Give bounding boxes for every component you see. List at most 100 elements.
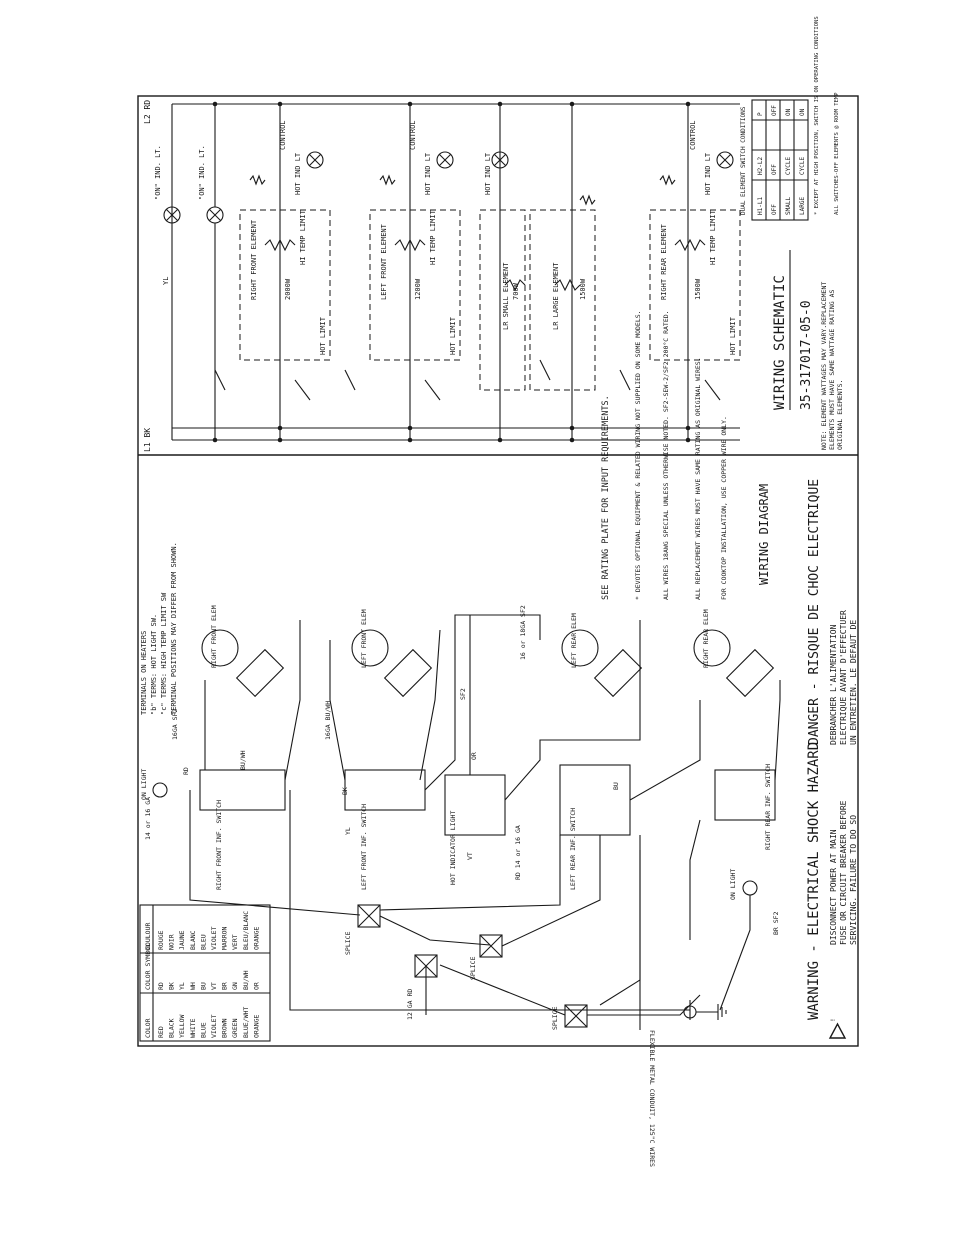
color-table-cell: BLUE [199,1022,207,1038]
element-circuit-3: LR SMALL ELEMENT 700W LR LARGE ELEMENT 1… [479,104,596,440]
wiring-schematic: L1 BK L2 RD "ON" IND. LT. "ON" IND. LT. … [143,16,844,452]
element-2-name: LEFT FRONT ELEMENT [380,223,388,300]
diagram-title: WIRING DIAGRAM [757,484,771,585]
wire-label-5: 12 GA RD [406,989,414,1020]
color-table-cell: BK [168,982,176,990]
yl-label: YL [162,277,170,285]
switch-note-2: ALL SWITCHES-OFF ELEMENTS @ ROOM TEMP [834,92,840,215]
on-light-1 [152,782,168,798]
left-rear-elem-label: LEFT REAR ELEM [570,613,578,668]
terminals-note: TERMINALS ON HEATERS "b" TERMS: HOT LIGH… [140,542,178,715]
diagram-note-1: ALL WIRES 18AWG SPECIAL UNLESS OTHERWISE… [662,310,670,600]
right-front-switch [199,769,286,811]
element-1-watts: 2000W [284,278,292,300]
color-table-header: COULOUR [144,923,152,950]
warning-exclaim: ! [830,1018,837,1022]
warning-line-2: SERVICING. FAILURE TO DO SO [849,815,858,945]
left-front-switch [344,769,426,811]
element-1-limit: HI TEMP LIMIT [299,209,307,265]
color-table-cell: BLEU [199,934,207,950]
danger-title: DANGER - RISQUE DE CHOC ELECTRIQUE [807,479,822,745]
schematic-title: WIRING SCHEMATIC [772,275,788,410]
see-rating-plate: SEE RATING PLATE FOR INPUT REQUIREMENTS. [601,395,611,600]
wire-label-1: 16GA BU/WH [324,701,332,740]
splice-label-1: SPLICE [344,931,352,955]
element-circuit-2: LEFT FRONT ELEMENT 1200W HI TEMP LIMIT H… [344,104,461,440]
element-2-hot-ind: HOT IND LT [424,152,432,195]
color-table-cell: VIOLET [210,926,218,950]
color-table-cell: GREEN [231,1018,239,1038]
color-table-cell: MARRON [221,926,229,950]
color-table-cell: BU/WH [242,970,250,990]
diagram-wires [189,614,781,1020]
element-5-hot-ind: HOT IND LT [704,152,712,195]
color-table-cell: WH [189,982,197,990]
right-rear-elem [693,629,731,667]
switch-note-1: * EXCEPT AT HIGH POSITION, SWITCH IS ON … [814,16,820,215]
left-front-elem [351,629,389,667]
on-indicator-lights: "ON" IND. LT. "ON" IND. LT. YL [154,104,224,440]
inf-switches: RIGHT FRONT INF. SWITCH LEFT FRONT INF. … [199,764,776,890]
color-table-cell: RD [157,982,165,990]
color-table-cell: NOIR [168,934,176,950]
terminals-note-3: TERMINAL POSITIONS MAY DIFFER FROM SHOWN… [170,542,178,715]
element-5-hot-limit: HOT LIMIT [729,316,737,355]
element-1-name: RIGHT FRONT ELEMENT [250,219,258,300]
dual-element-title: DUAL ELEMENT SWITCH CONDITIONS [740,106,747,215]
table-r0c3: OFF [771,105,778,116]
schematic-note-box: NOTE: ELEMENT WATTAGES MAY VARY.REPLACEM… [820,281,844,450]
color-table-header: COLOR [144,1018,152,1038]
right-rear-switch [714,769,776,821]
color-table-cell: YELLOW [178,1014,186,1038]
splice-label-2: SPLICE [469,956,477,980]
color-table-cell: JAUNE [178,930,186,950]
warning-line-0: DISCONNECT POWER AT MAIN [829,829,838,945]
color-table-cell: RED [157,1026,165,1038]
element-2-watts: 1200W [414,278,422,300]
schematic-note: NOTE: ELEMENT WATTAGES MAY VARY.REPLACEM… [820,281,844,450]
wire-label-11: VT [466,852,474,860]
wire-label-7: BR SF2 [772,911,780,935]
right-rear-switch-label: RIGHT REAR INF. SWITCH [764,764,772,850]
color-table-cell: BLEU/BLANC [242,911,250,950]
color-table-cell: ORANGE [252,1014,260,1038]
color-table-cell: WHITE [189,1018,197,1038]
wire-label-8: SF2 [459,688,467,700]
wire-label-2: BU/WH [239,750,247,770]
element-2-limit: HI TEMP LIMIT [429,209,437,265]
left-rear-switch-label: LEFT REAR INF. SWITCH [569,808,577,890]
table-r2c3: ON [799,108,806,116]
element-5-watts: 1500W [694,278,702,300]
element-circuit-5: RIGHT REAR ELEMENT 1500W HI TEMP LIMIT H… [619,104,741,440]
ground-symbol [683,1004,727,1020]
left-front-switch-label: LEFT FRONT INF. SWITCH [360,804,368,890]
l1-label: L1 BK [143,428,152,452]
color-table-cell: GN [231,982,239,990]
color-table-cell: VT [210,982,218,990]
left-rear-elem [561,629,599,667]
table-h3: P [757,112,764,116]
hot-indicator-label: HOT INDICATOR LIGHT [449,811,457,885]
color-table-header: COLOR SYMBOL [144,943,152,990]
diagram-elements: RIGHT FRONT ELEM LEFT FRONT ELEM LEFT RE… [201,605,775,698]
on-light-1-label: ON LIGHT [140,769,148,800]
on-ind-lt-label-2: "ON" IND. LT. [198,145,206,200]
element-4-name: LR LARGE ELEMENT [552,262,560,330]
wire-label-6: 16 or 18GA SF2 [519,605,527,660]
terminals-note-1: "b" TERMS: HOT LIGHT SW. [150,614,158,715]
right-front-switch-label: RIGHT FRONT INF. SWITCH [215,800,223,890]
element-3-watts: 700W [512,282,520,300]
wire-label-12: YL [344,827,352,835]
table-r0c0: OFF [771,204,778,215]
right-front-elem [201,629,239,667]
color-table-cell: ROUGE [157,930,165,950]
hot-indicator-box [444,774,506,836]
wire-label-4: RD 14 or 16 GA [514,825,522,880]
left-front-elem-label: LEFT FRONT ELEM [360,609,368,668]
color-table-cell: BR [221,982,229,990]
wire-label-13: RD [182,767,190,775]
color-table-cell: BLUE/WHT [242,1007,250,1038]
element-circuit-1: RIGHT FRONT ELEMENT 2000W HI TEMP LIMIT … [214,104,331,440]
